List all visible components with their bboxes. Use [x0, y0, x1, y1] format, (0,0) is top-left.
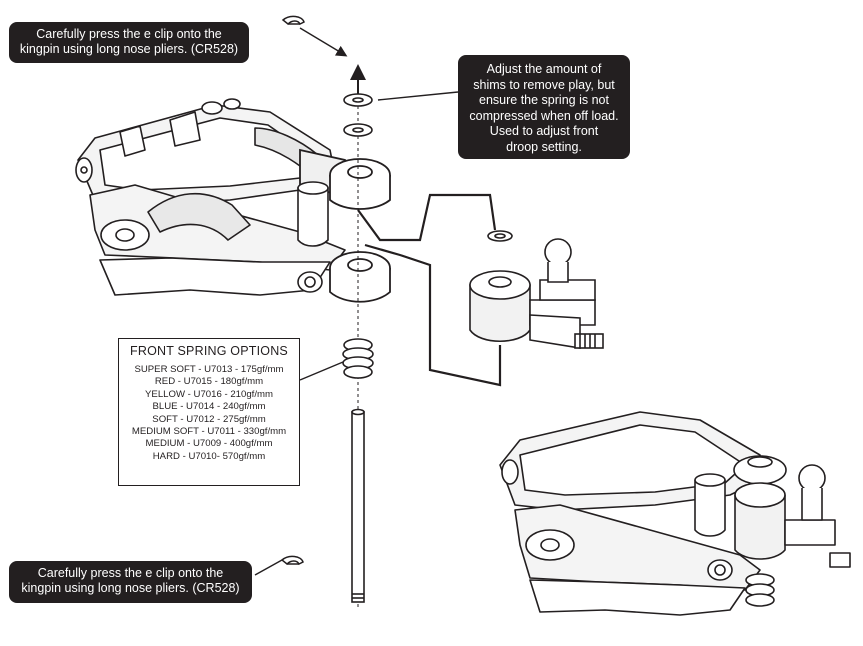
spring-option: SUPER SOFT - U7013 - 175gf/mm	[134, 364, 284, 375]
spring-option: YELLOW - U7016 - 210gf/mm	[145, 388, 273, 400]
callout-line: kingpin using long nose pliers. (CR528)	[19, 42, 239, 56]
callout-shims: Adjust the amount of shims to remove pla…	[458, 55, 630, 159]
callout-line: shims to remove play, but	[473, 77, 615, 92]
assembled-view	[499, 411, 851, 616]
callout-line: ensure the spring is not	[479, 93, 609, 107]
lower-suspension-arm	[89, 184, 346, 296]
spring-option: MEDIUM - U7009 - 400gf/mm	[145, 438, 273, 450]
callout-line: Used to adjust front	[489, 124, 599, 138]
spring-option: SOFT - U7012 - 275gf/mm	[152, 413, 266, 425]
e-clip-icon	[281, 15, 305, 26]
pivot-spacer	[297, 181, 329, 247]
leader-lines	[254, 27, 459, 576]
hub-carrier	[469, 230, 604, 349]
spring	[342, 338, 374, 379]
spring-options-box: FRONT SPRING OPTIONS SUPER SOFT - U7013 …	[118, 338, 300, 486]
callout-line: Adjust the amount of	[486, 62, 602, 76]
callout-e-clip-top: Carefully press the e clip onto the king…	[9, 22, 249, 63]
callout-line: Carefully press the e clip onto the	[36, 27, 222, 41]
callout-line: droop setting.	[506, 139, 582, 154]
spring-option: HARD - U7010- 570gf/mm	[152, 450, 266, 462]
spring-option: RED - U7015 - 180gf/mm	[154, 376, 264, 388]
callout-e-clip-bottom: Carefully press the e clip onto the king…	[9, 561, 252, 603]
spring-option: MEDIUM SOFT - U7011 - 330gf/mm	[131, 426, 287, 438]
connector-lines	[357, 193, 502, 387]
kingpin	[351, 408, 365, 603]
lower-ball-cup	[329, 251, 391, 303]
callout-line: kingpin using long nose pliers. (CR528)	[21, 581, 240, 595]
e-clip-icon	[280, 555, 304, 566]
spring-options-list: SUPER SOFT - U7013 - 175gf/mm RED - U701…	[119, 364, 299, 463]
shim-washers	[343, 93, 373, 137]
spring-options-title: FRONT SPRING OPTIONS	[130, 344, 288, 358]
callout-line: Carefully press the e clip onto the	[37, 566, 224, 580]
callout-line: compressed when off load.	[469, 108, 619, 123]
spring-option: BLUE - U7014 - 240gf/mm	[152, 401, 266, 413]
